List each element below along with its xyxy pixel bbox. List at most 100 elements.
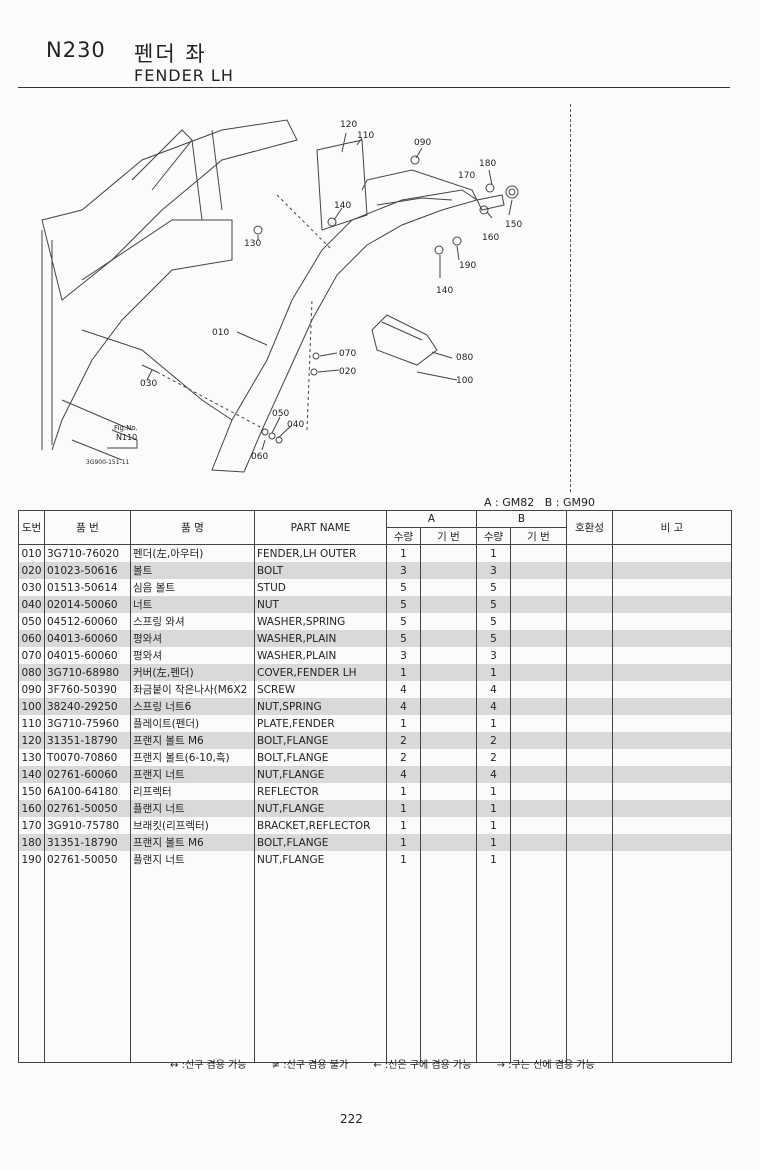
empty-cell: [254, 868, 387, 1063]
quantity-b: 1: [476, 715, 511, 732]
empty-cell: [510, 868, 567, 1063]
model-a: [420, 749, 477, 766]
ref-number: 180: [18, 834, 45, 851]
col-header-model-a: 기 번: [420, 527, 477, 545]
quantity-b: 2: [476, 732, 511, 749]
col-header-name-en: PART NAME: [254, 510, 387, 545]
model-a: [420, 817, 477, 834]
ref-number: 190: [18, 851, 45, 868]
model-b: [510, 579, 567, 596]
footnote-incompatible: ≠ :신구 겸용 불가: [271, 1060, 349, 1071]
col-header-part-no: 품 번: [44, 510, 131, 545]
part-number: 01513-50614: [44, 579, 131, 596]
quantity-a: 1: [386, 783, 421, 800]
quantity-b: 1: [476, 783, 511, 800]
part-number: 31351-18790: [44, 732, 131, 749]
part-name-korean: 프랜지 너트: [130, 766, 255, 783]
empty-table-area: [18, 868, 732, 1063]
remarks: [612, 544, 732, 562]
part-name-english: BOLT,FLANGE: [254, 749, 387, 766]
remarks: [612, 613, 732, 630]
part-number: 31351-18790: [44, 834, 131, 851]
remarks: [612, 664, 732, 681]
quantity-b: 5: [476, 579, 511, 596]
ref-number: 050: [18, 613, 45, 630]
part-name-korean: 심음 볼트: [130, 579, 255, 596]
compatibility: [566, 749, 613, 766]
quantity-b: 1: [476, 544, 511, 562]
footnote-compatible: ↔ :신구 겸용 가능: [170, 1060, 247, 1071]
quantity-b: 4: [476, 681, 511, 698]
part-name-korean: 평와셔: [130, 630, 255, 647]
compatibility: [566, 766, 613, 783]
compatibility: [566, 715, 613, 732]
model-a: [420, 544, 477, 562]
compatibility: [566, 647, 613, 664]
quantity-b: 1: [476, 800, 511, 817]
compatibility: [566, 800, 613, 817]
part-number: 3G910-75780: [44, 817, 131, 834]
callout-080: 080: [456, 353, 473, 363]
remarks: [612, 783, 732, 800]
callout-160: 160: [482, 233, 499, 243]
part-name-korean: 스프링 와셔: [130, 613, 255, 630]
model-b: [510, 562, 567, 579]
remarks: [612, 681, 732, 698]
model-b: [510, 732, 567, 749]
footnote-old-to-new: → :구는 신에 겸용 가능: [496, 1060, 595, 1071]
model-a: [420, 732, 477, 749]
part-name-english: BOLT: [254, 562, 387, 579]
part-name-korean: 프랜지 볼트 M6: [130, 732, 255, 749]
callout-040: 040: [287, 420, 304, 430]
model-b: [510, 613, 567, 630]
part-name-english: NUT,FLANGE: [254, 766, 387, 783]
callout-150: 150: [505, 220, 522, 230]
page-title-korean: 펜더 좌: [134, 42, 207, 66]
part-number: 3G710-75960: [44, 715, 131, 732]
callout-070: 070: [339, 349, 356, 359]
part-name-korean: 플레이트(펜더): [130, 715, 255, 732]
callout-100: 100: [456, 376, 473, 386]
part-number: 02761-50050: [44, 851, 131, 868]
quantity-b: 1: [476, 817, 511, 834]
part-number: 38240-29250: [44, 698, 131, 715]
compatibility: [566, 834, 613, 851]
part-name-korean: 평와셔: [130, 647, 255, 664]
ref-number: 120: [18, 732, 45, 749]
callout-180: 180: [479, 159, 496, 169]
part-number: 04512-60060: [44, 613, 131, 630]
parts-table: 도번 품 번 품 명 PART NAME A B 호환성 비 고 수량 기 번 …: [18, 510, 732, 1063]
empty-cell: [566, 868, 613, 1063]
compatibility: [566, 630, 613, 647]
part-number: 02014-50060: [44, 596, 131, 613]
title-divider: [18, 87, 730, 88]
model-b: [510, 596, 567, 613]
part-number: 04013-60060: [44, 630, 131, 647]
callout-170: 170: [458, 171, 475, 181]
part-name-english: WASHER,SPRING: [254, 613, 387, 630]
col-header-remarks: 비 고: [612, 510, 732, 545]
remarks: [612, 800, 732, 817]
remarks: [612, 834, 732, 851]
remarks: [612, 562, 732, 579]
model-a: [420, 579, 477, 596]
part-name-english: WASHER,PLAIN: [254, 630, 387, 647]
model-a: [420, 834, 477, 851]
ref-number: 010: [18, 544, 45, 562]
col-header-qty-b: 수량: [476, 527, 511, 545]
empty-cell: [420, 868, 477, 1063]
model-a: [420, 698, 477, 715]
part-number: 6A100-64180: [44, 783, 131, 800]
model-a: [420, 766, 477, 783]
exploded-parts-diagram: 120 110 090 180 170 150 160 190 140 130 …: [22, 100, 567, 490]
model-b: [510, 664, 567, 681]
part-number: 02761-50050: [44, 800, 131, 817]
dashed-divider: [570, 104, 571, 492]
